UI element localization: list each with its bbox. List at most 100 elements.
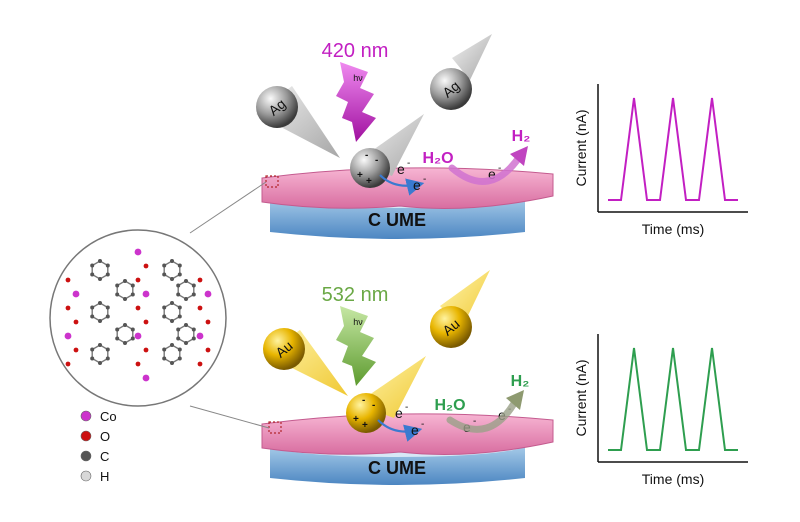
legend-swatch-c: [80, 450, 92, 462]
lattice-atom: [142, 290, 150, 298]
lattice-atom: [177, 314, 182, 319]
lattice-atom: [123, 341, 127, 345]
lattice-atom: [177, 356, 182, 361]
legend-label-h: H: [100, 469, 109, 484]
lattice-atom: [135, 361, 141, 367]
lattice-atom: [105, 314, 110, 319]
lattice-atom: [191, 327, 196, 332]
lattice-atom: [98, 319, 102, 323]
lattice-atom: [170, 361, 174, 365]
top-photon-bolt-icon: [336, 62, 376, 142]
lattice-atom: [105, 356, 110, 361]
top-particle-right: Ag: [430, 68, 472, 110]
lattice-atom: [130, 292, 135, 297]
svg-text:e: e: [413, 177, 421, 193]
svg-text:e: e: [411, 422, 419, 438]
lattice-atom: [115, 327, 120, 332]
bottom-particle-right: Au: [430, 306, 472, 348]
lattice-atom: [176, 292, 181, 297]
lattice-atom: [184, 323, 188, 327]
lattice-atom: [130, 336, 135, 341]
top-film: [261, 167, 554, 209]
lattice-atom: [90, 305, 95, 310]
lattice-atom: [143, 347, 149, 353]
lattice-atom: [142, 374, 150, 382]
bottom-particle-on-film: - - + +: [346, 393, 386, 433]
bottom-wavelength-label: 532 nm: [322, 284, 389, 306]
lattice-atom: [73, 319, 79, 325]
top-electron-arrow: [379, 174, 425, 196]
lattice-atom: [191, 292, 196, 297]
lattice-atom: [170, 343, 174, 347]
chart-x-label: Time (ms): [642, 471, 704, 487]
legend-label-c: C: [100, 449, 109, 464]
svg-text:+: +: [366, 176, 372, 187]
svg-text:-: -: [423, 174, 426, 185]
lattice-atom: [123, 297, 127, 301]
lattice-atom: [64, 332, 72, 340]
lattice-atom: [205, 347, 211, 353]
lattice-atom: [134, 248, 142, 256]
lattice-atom: [105, 305, 110, 310]
lattice-atom: [65, 305, 71, 311]
svg-text:-: -: [473, 416, 476, 427]
lattice-atom: [98, 277, 102, 281]
lattice-atom: [197, 277, 203, 283]
lattice-atom: [65, 277, 71, 283]
bottom-water-label: H₂O: [434, 397, 465, 414]
top-reaction-arrowhead: [510, 146, 528, 166]
lattice-atom: [184, 297, 188, 301]
lattice-atom: [162, 263, 167, 268]
legend-swatch-co: [80, 410, 92, 422]
legend-label-co: Co: [100, 409, 117, 424]
lattice-atom: [90, 263, 95, 268]
lattice-atom: [90, 356, 95, 361]
lattice-atom: [90, 314, 95, 319]
lattice-atom: [191, 283, 196, 288]
bottom-reaction-arc: [446, 396, 520, 433]
chart-series-line: [608, 97, 738, 201]
lattice-atom: [170, 277, 174, 281]
bottom-particle-left: Au: [263, 328, 305, 370]
chart-series-line: [608, 347, 738, 451]
lattice-atom: [115, 336, 120, 341]
top-hydrogen-label: H₂: [512, 128, 531, 145]
svg-text:-: -: [405, 402, 408, 413]
lattice-atom: [98, 259, 102, 263]
lattice-atom: [204, 290, 212, 298]
lattice-atom: [184, 341, 188, 345]
bottom-photon-label: hν: [353, 317, 363, 327]
lattice-atom: [162, 272, 167, 277]
lattice-atom: [184, 279, 188, 283]
lattice-atom: [170, 259, 174, 263]
lattice-atom: [162, 347, 167, 352]
top-particle-on-film: - - + +: [350, 148, 390, 188]
svg-text:-: -: [421, 419, 424, 430]
lattice-atom: [191, 336, 196, 341]
lattice-atom: [135, 277, 141, 283]
top-photon-label: hν: [353, 73, 363, 83]
bottom-electrode-label: C UME: [368, 458, 426, 478]
lattice-atom: [197, 305, 203, 311]
mof-lattice: [64, 248, 212, 382]
svg-text:-: -: [498, 163, 501, 174]
lattice-atom: [90, 272, 95, 277]
lattice-atom: [98, 301, 102, 305]
lattice-atom: [143, 319, 149, 325]
lattice-atom: [170, 301, 174, 305]
lattice-atom: [115, 292, 120, 297]
svg-text:e: e: [397, 161, 405, 177]
lattice-atom: [134, 332, 142, 340]
lattice-atom: [90, 347, 95, 352]
top-water-label: H₂O: [422, 150, 453, 167]
svg-text:-: -: [372, 400, 375, 411]
lattice-atom: [177, 272, 182, 277]
lattice-atom: [170, 319, 174, 323]
legend-label-o: O: [100, 429, 110, 444]
top-electrode-label: C UME: [368, 210, 426, 230]
lattice-atom: [123, 323, 127, 327]
lattice-atom: [177, 263, 182, 268]
svg-text:-: -: [365, 150, 368, 161]
lattice-atom: [72, 290, 80, 298]
